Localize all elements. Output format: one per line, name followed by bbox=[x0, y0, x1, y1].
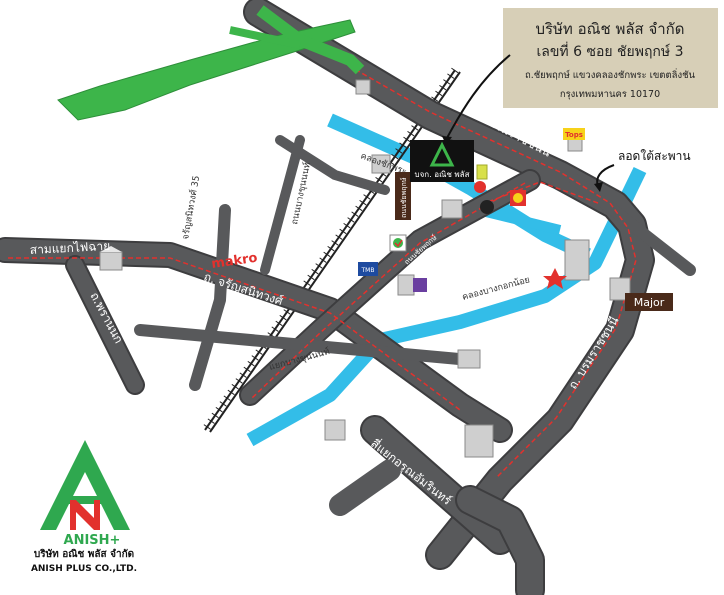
underpass-label: ลอดใต้สะพาน bbox=[618, 149, 691, 163]
building-icon bbox=[397, 274, 415, 296]
target-dark-pin-icon bbox=[480, 200, 494, 214]
company-logo: ANISH+ บริษัท อณิช พลัส จำกัด ANISH PLUS… bbox=[31, 440, 137, 574]
shell-icon bbox=[510, 190, 526, 206]
ttb-logo: TMB bbox=[358, 262, 378, 276]
pump-icon bbox=[389, 234, 407, 252]
address-box: บริษัท อณิช พลัส จำกัด เลขที่ 6 ซอย ชัยพ… bbox=[442, 8, 718, 145]
star-icon bbox=[543, 268, 567, 289]
building-icon bbox=[324, 419, 346, 441]
tops-logo: Tops bbox=[563, 128, 585, 140]
address-company: บริษัท อณิช พลัส จำกัด bbox=[535, 20, 684, 38]
expressway bbox=[57, 5, 365, 121]
building-icon bbox=[371, 154, 391, 174]
building-icon bbox=[441, 199, 463, 219]
railway bbox=[201, 67, 461, 433]
svg-text:Major: Major bbox=[634, 296, 665, 309]
building-icon bbox=[464, 424, 494, 458]
target-sign: บจก. อณิช พลัส bbox=[410, 140, 474, 182]
canal-chak-phra bbox=[327, 113, 591, 262]
address-line1: เลขที่ 6 ซอย ชัยพฤกษ์ 3 bbox=[536, 42, 683, 60]
building-icon bbox=[457, 349, 481, 369]
label-charansanitwong-35: จรัญสนิทวงศ์ 35 bbox=[179, 175, 202, 241]
svg-text:บจก. อณิช พลัส: บจก. อณิช พลัส bbox=[415, 170, 470, 179]
address-pointer-arrow-icon bbox=[446, 54, 511, 139]
building-icon bbox=[99, 246, 123, 271]
svg-text:Tops: Tops bbox=[565, 131, 583, 139]
label-ratchaphruek: ถ.ราชพฤกษ์ bbox=[201, 98, 265, 133]
building-icon bbox=[355, 79, 371, 95]
landmarks: makro Tops Major TMB bbox=[210, 128, 691, 311]
building-icon bbox=[564, 239, 590, 281]
logo-company-en: ANISH PLUS CO.,LTD. bbox=[31, 564, 137, 574]
roads bbox=[0, 0, 696, 595]
major-sign: Major bbox=[625, 293, 673, 311]
chaiyaphruek-sign: ถนนชัยพฤกษ์ bbox=[395, 172, 411, 220]
logo-company-th: บริษัท อณิช พลัส จำกัด bbox=[34, 548, 134, 560]
logo-brand: ANISH+ bbox=[64, 533, 121, 548]
address-line3: กรุงเทพมหานคร 10170 bbox=[560, 89, 660, 100]
address-line2: ถ.ชัยพฤกษ์ แขวงคลองชักพระ เขตตลิ่งชัน bbox=[525, 68, 696, 81]
canal-bang-kok-noi bbox=[246, 166, 647, 447]
route-lines bbox=[8, 17, 637, 479]
makro-logo: makro bbox=[210, 251, 258, 272]
road-charansanitwong-35 bbox=[189, 204, 231, 391]
svg-text:TMB: TMB bbox=[361, 267, 375, 274]
purple-icon bbox=[413, 278, 427, 292]
green-cup-icon bbox=[476, 164, 488, 180]
target-pin-icon bbox=[474, 181, 486, 193]
svg-text:ถนนชัยพฤกษ์: ถนนชัยพฤกษ์ bbox=[400, 177, 408, 218]
label-samyaek-fai-chai: สามแยกไฟฉาย bbox=[29, 239, 110, 257]
